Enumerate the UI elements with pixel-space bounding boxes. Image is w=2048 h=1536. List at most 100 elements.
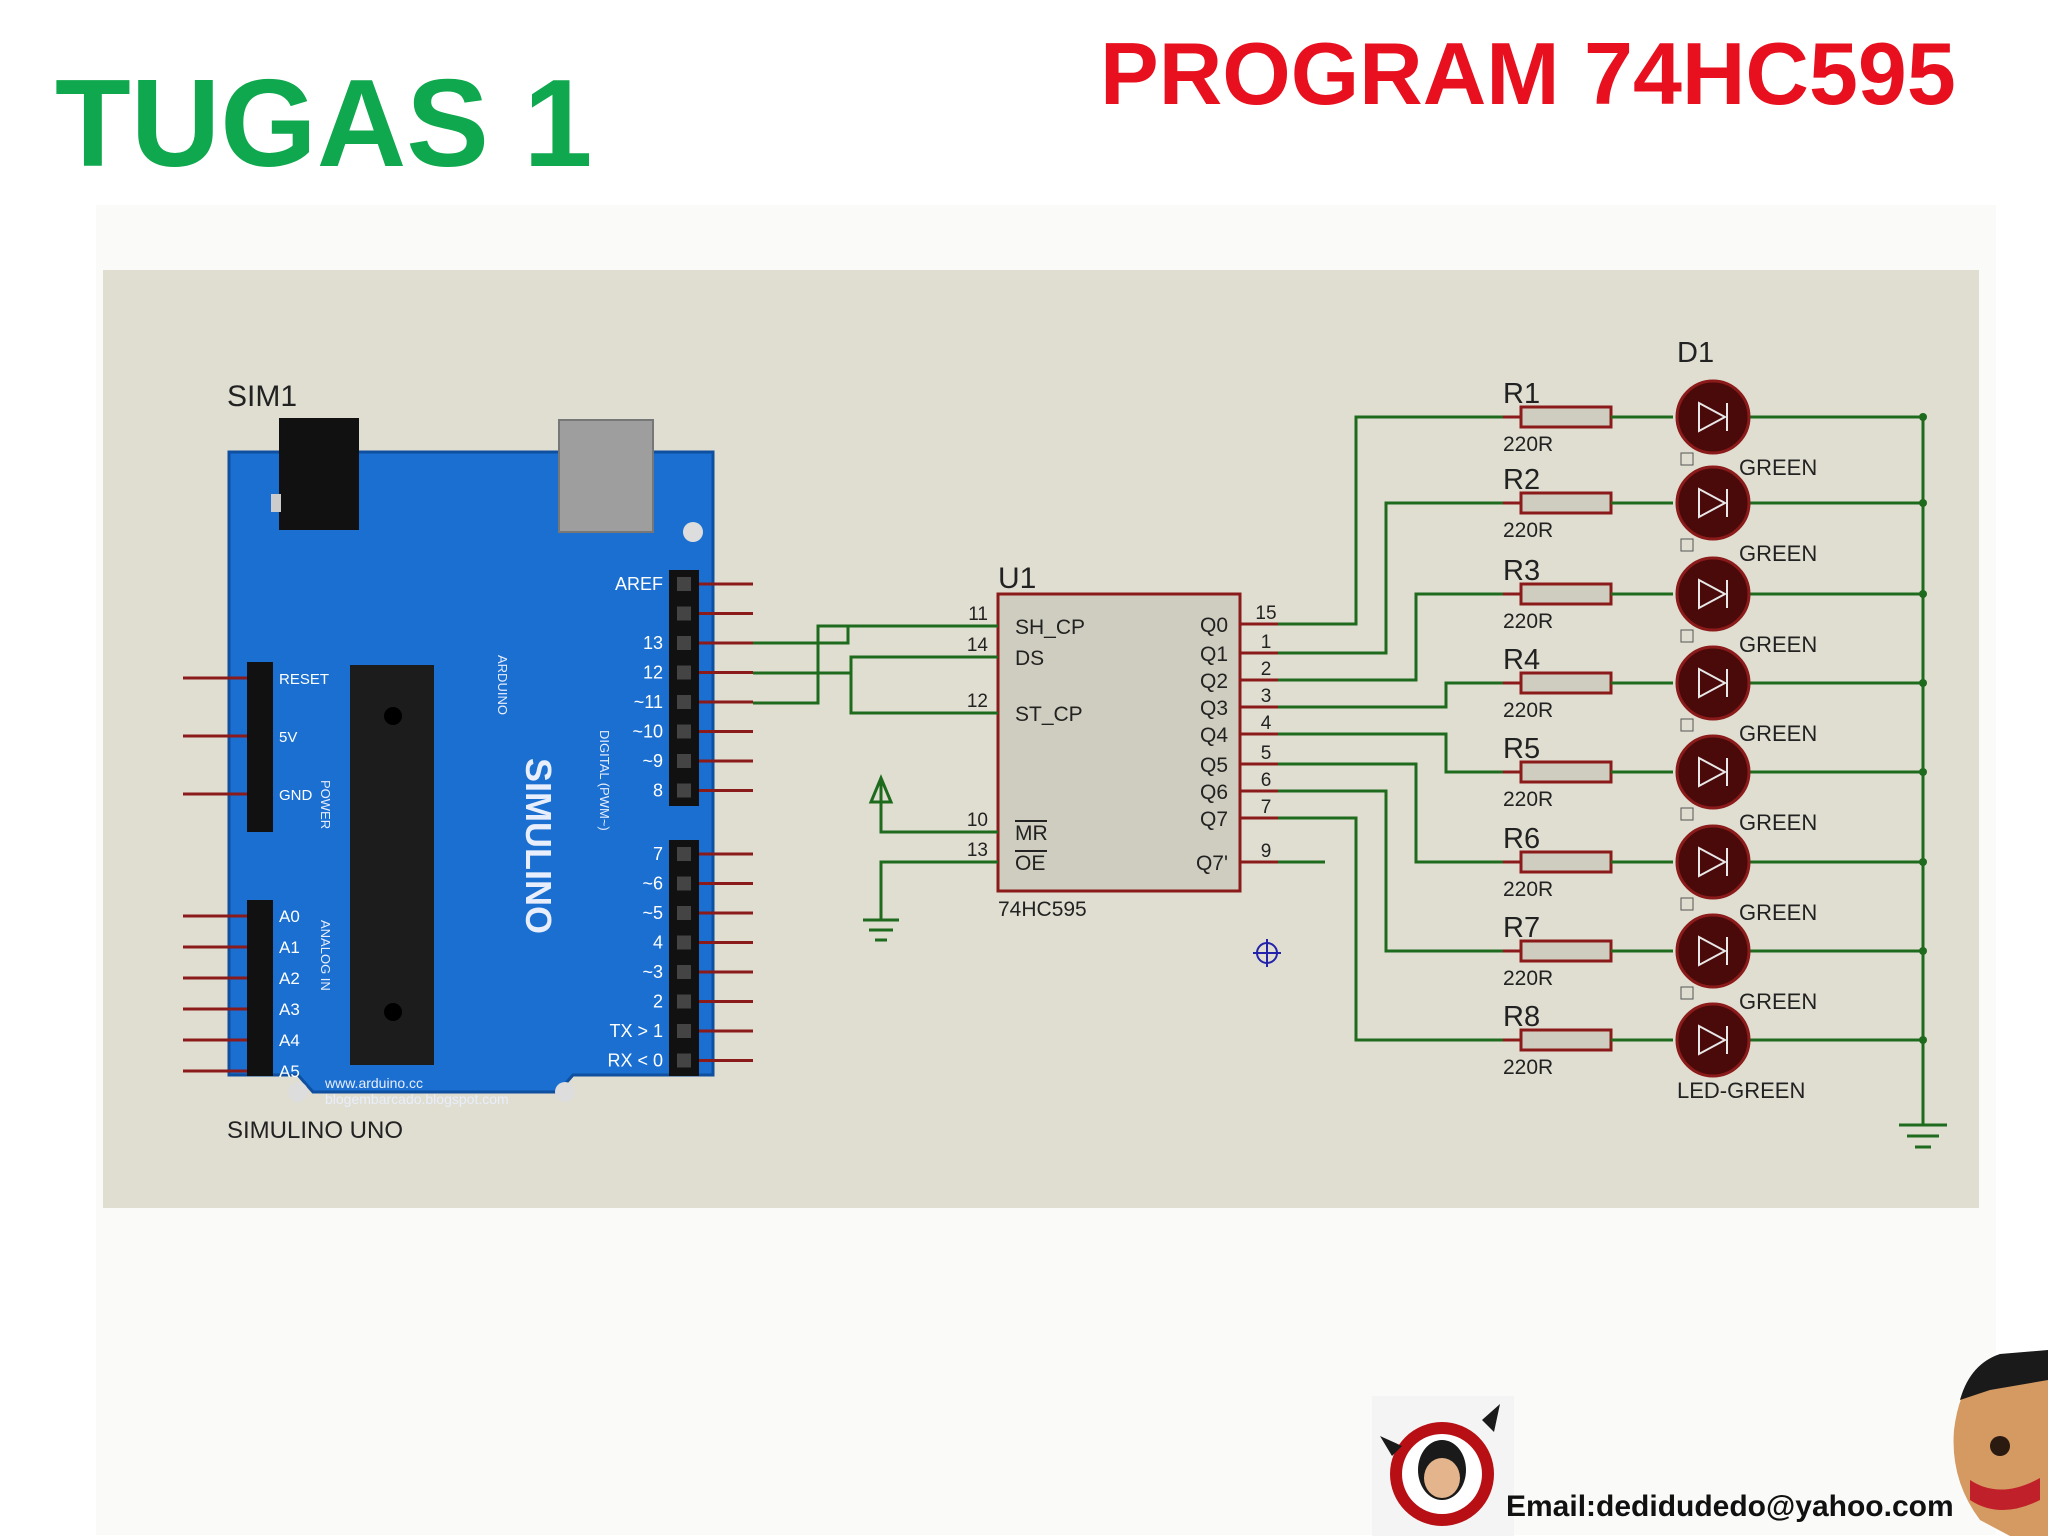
resistor-body [1519,491,1613,515]
resistor-value: 220R [1503,610,1553,633]
shift-register-pins: 11SH_CP14DS12ST_CP10MR13OE15Q01Q12Q23Q34… [958,603,1278,875]
resistor-ref: R8 [1503,1001,1540,1033]
header-pin [677,906,691,920]
atmega-chip [350,665,434,1065]
resistor-ref: R7 [1503,912,1540,944]
led-label: GREEN [1739,989,1817,1014]
diode-symbol [1698,667,1728,699]
header-pin [677,965,691,979]
arduino-url: www.arduino.cc [324,1075,423,1091]
ground-symbol-right [1899,1123,1947,1149]
ic-pin-name: Q2 [1200,670,1228,693]
pin-label: 12 [643,663,663,683]
wire-q7 [1278,816,1503,1042]
diode-symbol [1698,487,1728,519]
usb-port [558,419,654,533]
pin-label: ~11 [634,692,663,712]
ic-pin-number: 15 [1255,603,1276,624]
header-pin [677,1053,691,1068]
resistor-value: 220R [1503,1056,1553,1079]
led-label: GREEN [1739,541,1817,566]
simulino-logo-text: SIMULINO [518,758,559,934]
diode-symbol [1698,401,1728,433]
resistor-ref: R1 [1503,378,1540,410]
wire-q1 [1278,501,1503,655]
wire-q0 [1278,415,1503,626]
slide-title: TUGAS 1 [55,55,593,193]
output-stage: R1220RGREENR2220RGREENR3220RGREENR4220RG… [1503,337,1927,1103]
resistor-value: 220R [1503,878,1553,901]
resistor-ref: R6 [1503,823,1540,855]
header-pin [677,636,691,650]
ic-pin-name: Q4 [1200,724,1228,747]
led-body [1675,379,1751,455]
resistor-value: 220R [1503,519,1553,542]
header-pin [677,665,691,680]
header-pin [677,606,691,621]
resistor-value: 220R [1503,699,1553,722]
ic-pin-name: DS [1015,647,1044,670]
resistor-value: 220R [1503,967,1553,990]
arduino-maker-text: ARDUINO [495,655,510,715]
ic-pin-number: 1 [1261,632,1272,653]
led-label: GREEN [1739,900,1817,925]
led-label: GREEN [1739,721,1817,746]
ic-pin-name: Q5 [1200,754,1228,777]
shift-register-ref: U1 [998,562,1036,595]
ic-pin-name: Q0 [1200,614,1228,637]
pin-label: 4 [653,933,663,953]
diode-symbol [1698,846,1728,878]
pin-label: ~6 [642,874,663,894]
led-label-prefix-box [1680,807,1694,821]
ic-pin-name: Q6 [1200,781,1228,804]
wire-q6 [1278,789,1503,953]
pin-label: A1 [279,938,300,957]
digital-label: DIGITAL (PWM~) [597,730,612,831]
junction-dot [1919,679,1927,687]
ic-pin-number: 14 [967,635,989,656]
header-pin [677,994,691,1009]
header-pin [677,1024,691,1038]
wire-q5 [1278,762,1503,864]
ic-pin-number: 3 [1261,686,1272,707]
header-pin [677,577,691,591]
pin-label: 13 [643,633,663,653]
led-body [1675,734,1751,810]
ic-pin-name: Q3 [1200,697,1228,720]
junction-dot [1919,499,1927,507]
power-header [247,662,273,832]
author-email: Email:dedidudedo@yahoo.com [1506,1490,1954,1523]
pin-label: 8 [653,781,663,801]
pin-label: RX < 0 [607,1051,663,1071]
wire-data [753,655,998,675]
led-label-prefix-box [1680,629,1694,643]
shift-register-body [996,592,1242,893]
pin-label: 5V [279,729,297,746]
led-label: GREEN [1739,455,1817,480]
mounting-hole [288,1082,308,1102]
junction-dot [1919,413,1927,421]
slide-subtitle: PROGRAM 74HC595 [1100,24,1956,123]
wire-q3 [1278,681,1503,709]
ic-pin-name: Q1 [1200,643,1228,666]
pin-label: ~10 [632,722,663,742]
header-pin [677,935,691,950]
header-pin [677,724,691,739]
junction-dot [1919,768,1927,776]
ic-pin-name: SH_CP [1015,616,1085,639]
ic-pin-number: 4 [1261,713,1272,734]
resistor-body [1519,939,1613,963]
header-pin [677,847,691,861]
header-pin [677,695,691,709]
diode-symbol [1698,935,1728,967]
pin-label: ~3 [642,962,663,982]
arduino-ref-label: SIM1 [227,380,297,413]
resistor-body [1519,405,1613,429]
shift-register-part: 74HC595 [998,898,1087,921]
pin-label: GND [279,787,313,804]
pin-label: A3 [279,1000,300,1019]
power-label: POWER [318,780,333,829]
led-label-prefix-box [1680,897,1694,911]
ic-pin-number: 7 [1261,797,1272,818]
led-label-prefix-box [1680,718,1694,732]
